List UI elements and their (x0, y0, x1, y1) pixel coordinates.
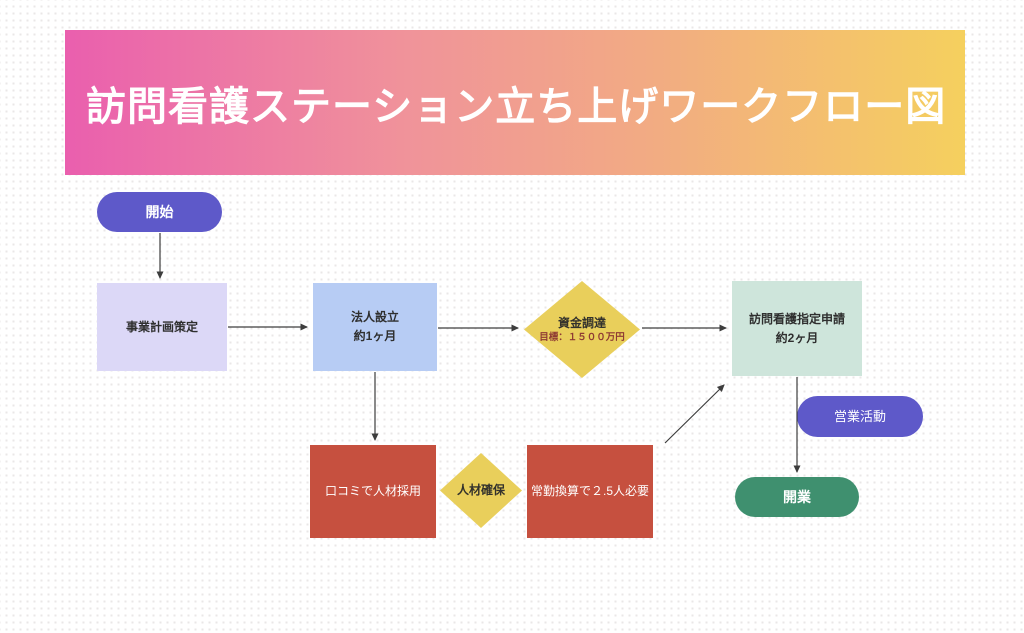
node-business-planning-label: 事業計画策定 (125, 319, 198, 334)
arrow-fte-to-designation (664, 384, 725, 444)
node-business-planning: 事業計画策定 (97, 283, 227, 371)
node-funding-decision: 資金調達 目標：１５００万円 (524, 281, 640, 378)
node-designation-label: 訪問看護指定申請 (748, 311, 845, 326)
node-sales-activity: 営業活動 (797, 396, 923, 437)
node-recruiting-label: 口コミで人材採用 (324, 484, 421, 498)
node-incorporation: 法人設立 約1ヶ月 (313, 283, 437, 371)
node-fte-requirement-label: 常勤換算で２.5人必要 (530, 484, 649, 498)
node-funding-target: 目標：１５００万円 (539, 331, 625, 343)
node-staffing-decision: 人材確保 (440, 453, 522, 528)
node-opening-label: 開業 (783, 488, 811, 505)
node-opening: 開業 (735, 477, 859, 517)
node-sales-activity-label: 営業活動 (833, 409, 886, 424)
node-incorporation-duration: 約1ヶ月 (353, 329, 397, 343)
node-start: 開始 (97, 192, 222, 232)
diagram-title: 訪問看護ステーション立ち上げワークフロー図 (86, 84, 947, 129)
node-recruiting: 口コミで人材採用 (310, 445, 436, 538)
node-funding-label: 資金調達 (557, 315, 606, 330)
node-designation-application: 訪問看護指定申請 約2ヶ月 (732, 281, 862, 376)
node-staffing-label: 人材確保 (456, 483, 505, 497)
node-designation-duration: 約2ヶ月 (775, 330, 819, 345)
node-incorporation-label: 法人設立 (350, 310, 399, 324)
title-banner: 訪問看護ステーション立ち上げワークフロー図 (65, 30, 965, 175)
node-fte-requirement: 常勤換算で２.5人必要 (527, 445, 653, 538)
node-start-label: 開始 (145, 203, 174, 220)
